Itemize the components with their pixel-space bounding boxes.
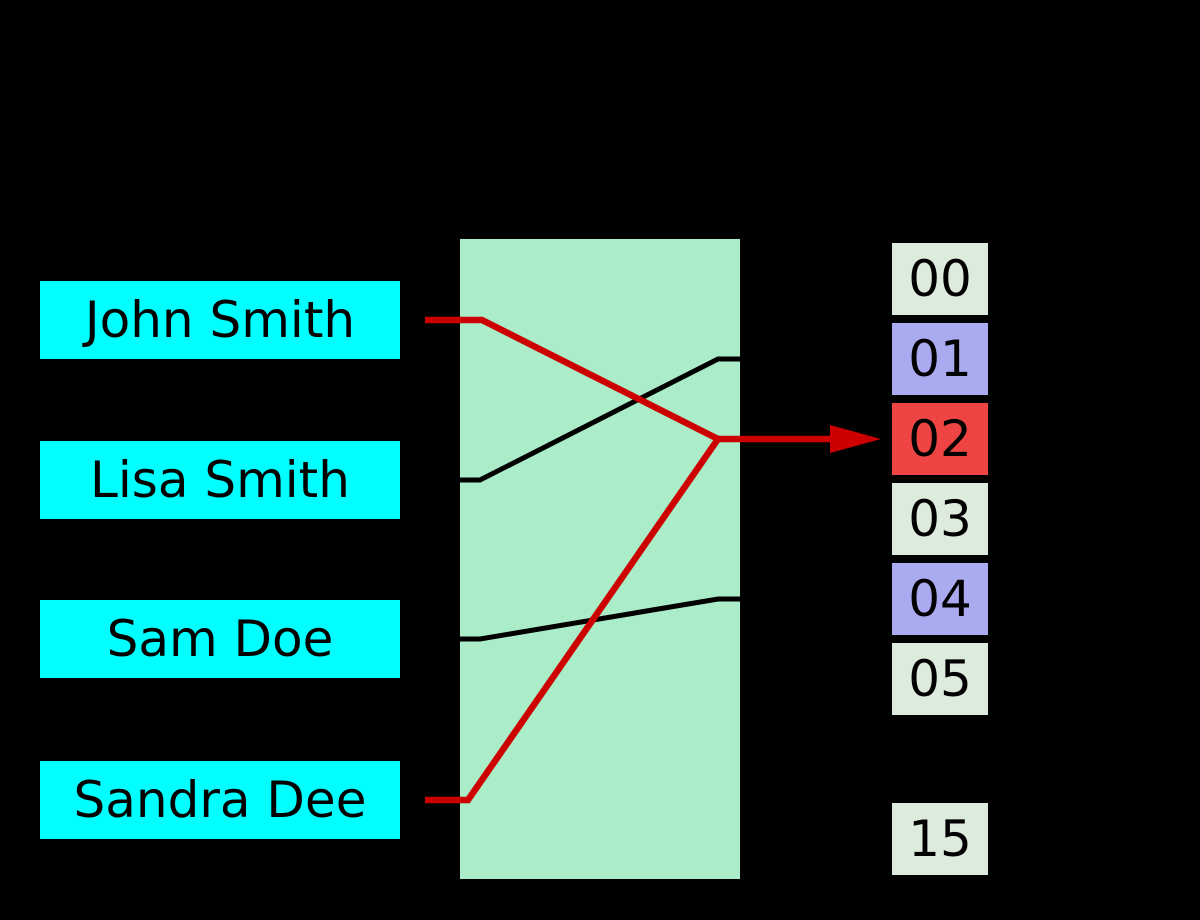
edge-sandra-dee-to-02: [425, 437, 721, 804]
bucket-01: 01: [892, 323, 988, 395]
bucket-label: 02: [908, 410, 972, 468]
edge-john-smith-to-02: [425, 316, 720, 442]
key-box-john-smith: John Smith: [40, 281, 400, 359]
bucket-05: 05: [892, 643, 988, 715]
collision-arrow-head-icon: [830, 425, 881, 453]
bucket-label: 04: [908, 570, 972, 628]
bucket-label: 15: [908, 810, 972, 868]
bucket-00: 00: [892, 243, 988, 315]
bucket-15: 15: [892, 803, 988, 875]
bucket-label: 01: [908, 330, 972, 388]
bucket-label: 05: [908, 650, 972, 708]
key-box-lisa-smith: Lisa Smith: [40, 441, 400, 519]
edge-sam-doe-to-04: [400, 596, 740, 642]
bucket-04: 04: [892, 563, 988, 635]
key-box-sandra-dee: Sandra Dee: [40, 761, 400, 839]
key-box-sam-doe: Sam Doe: [40, 600, 400, 678]
edge-lisa-smith-to-01: [400, 356, 740, 483]
bucket-label: 00: [908, 250, 972, 308]
bucket-02: 02: [892, 403, 988, 475]
bucket-03: 03: [892, 483, 988, 555]
hash-function-box: [460, 239, 740, 879]
bucket-label: 03: [908, 490, 972, 548]
